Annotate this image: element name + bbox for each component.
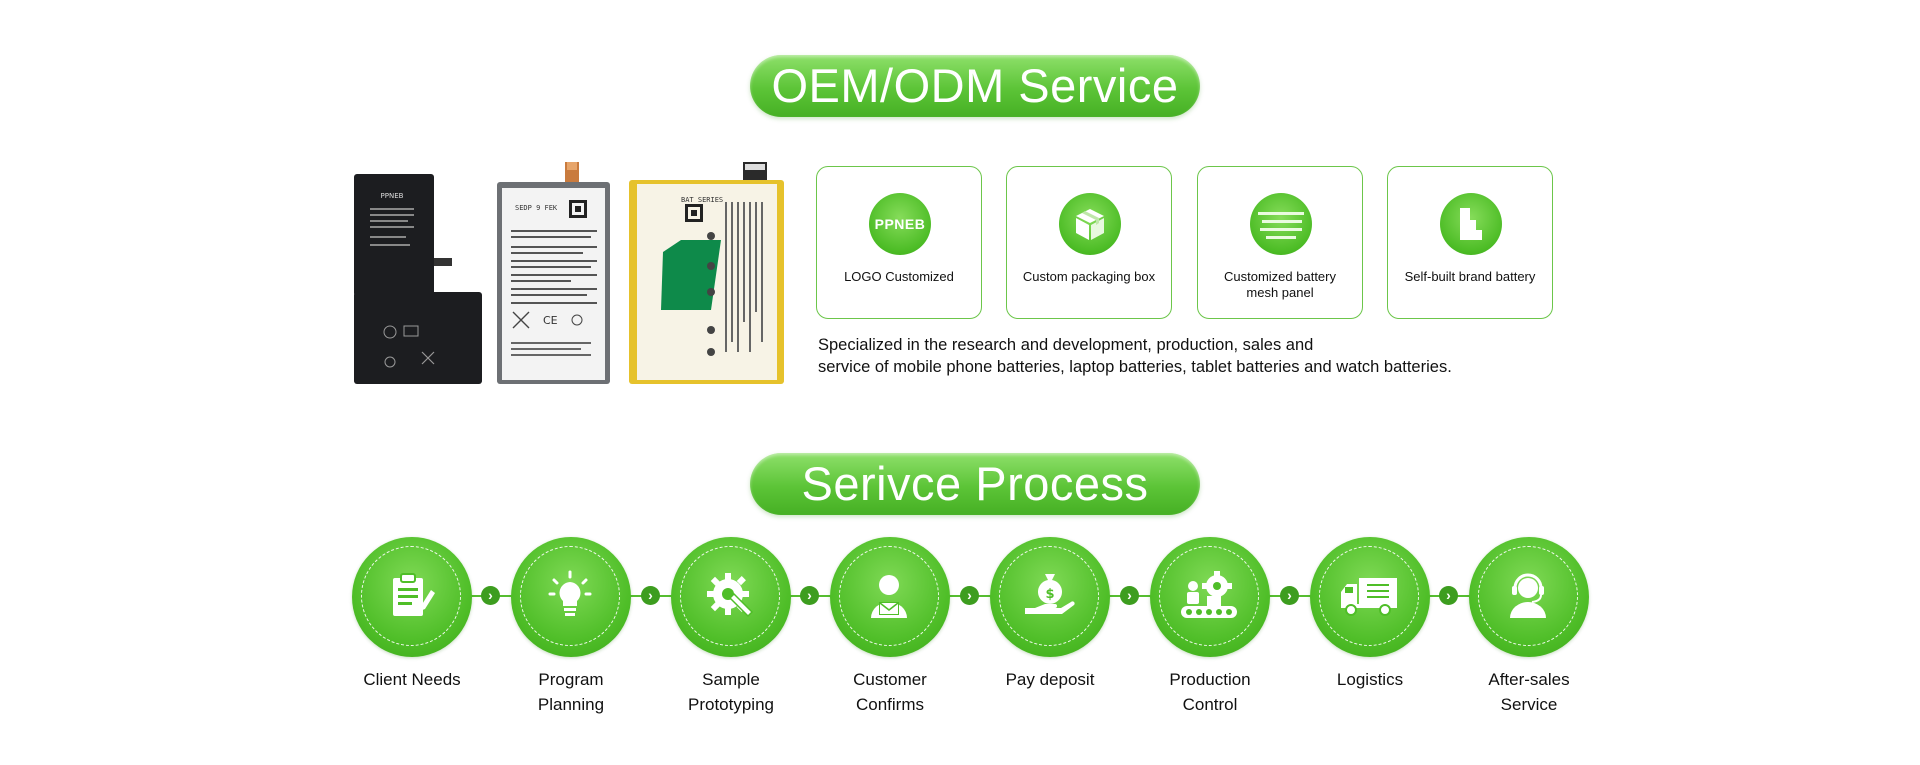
clipboard-icon [393,573,435,616]
step-arrow-icon: › [1120,586,1139,605]
ppneb-logo-icon: PPNEB [869,193,931,255]
step-label: Pay deposit [1005,670,1095,689]
step-label: Logistics [1336,670,1404,689]
service-process-title: Serivce Process [750,453,1200,515]
card-label: Customized battery mesh panel [1224,269,1336,300]
step-arrow-icon: › [1439,586,1458,605]
gear-wrench-icon [707,573,754,618]
headset-support-icon [1510,573,1546,618]
brand-battery-icon [1440,193,1502,255]
packaging-box-icon [1059,193,1121,255]
card-label: Self-built brand battery [1404,269,1536,284]
card-battery-mesh-panel: Customized battery mesh panel [1197,166,1363,319]
lightbulb-icon [548,570,592,616]
svg-text:$: $ [1045,587,1054,602]
svg-text:CE: CE [543,314,558,327]
step-arrow-icon: › [800,586,819,605]
card-label: Custom packaging box [1022,269,1156,284]
step-sample-prototyping [671,537,791,657]
step-program-planning [511,537,631,657]
step-production-control [1150,537,1270,657]
customer-confirm-icon [871,575,907,618]
step-after-sales-service [1469,537,1589,657]
silver-battery-image: SEDP 9 FEK CE [497,162,610,384]
card-logo-customized: PPNEB LOGO Customized [816,166,982,319]
service-description: Specialized in the research and developm… [818,334,1452,378]
black-battery-image: PPNEB [354,174,482,384]
card-label: LOGO Customized [844,269,954,284]
card-self-built-brand: Self-built brand battery [1387,166,1553,319]
step-arrow-icon: › [641,586,660,605]
step-arrow-icon: › [960,586,979,605]
step-arrow-icon: › [1280,586,1299,605]
card-logo-text: PPNEB [874,216,926,232]
process-connector-line [410,595,1560,597]
step-customer-confirms [830,537,950,657]
money-bag-hand-icon: $ [1025,574,1075,614]
step-pay-deposit: $ [990,537,1110,657]
step-label: Client Needs [363,670,461,689]
step-logistics [1310,537,1430,657]
battery-series-text: BAT SERIES [681,196,723,204]
description-line: Specialized in the research and developm… [818,336,1314,354]
mesh-panel-icon [1250,193,1312,255]
battery-brand-text: PPNEB [381,192,404,200]
step-arrow-icon: › [481,586,500,605]
production-line-icon [1181,571,1237,618]
delivery-truck-icon [1341,578,1397,616]
oem-odm-title: OEM/ODM Service [750,55,1200,117]
step-client-needs [352,537,472,657]
card-custom-packaging: Custom packaging box [1006,166,1172,319]
yellow-battery-image: BAT SERIES [629,162,784,384]
battery-code-text: SEDP 9 FEK [515,204,558,212]
description-line: service of mobile phone batteries, lapto… [818,358,1452,376]
